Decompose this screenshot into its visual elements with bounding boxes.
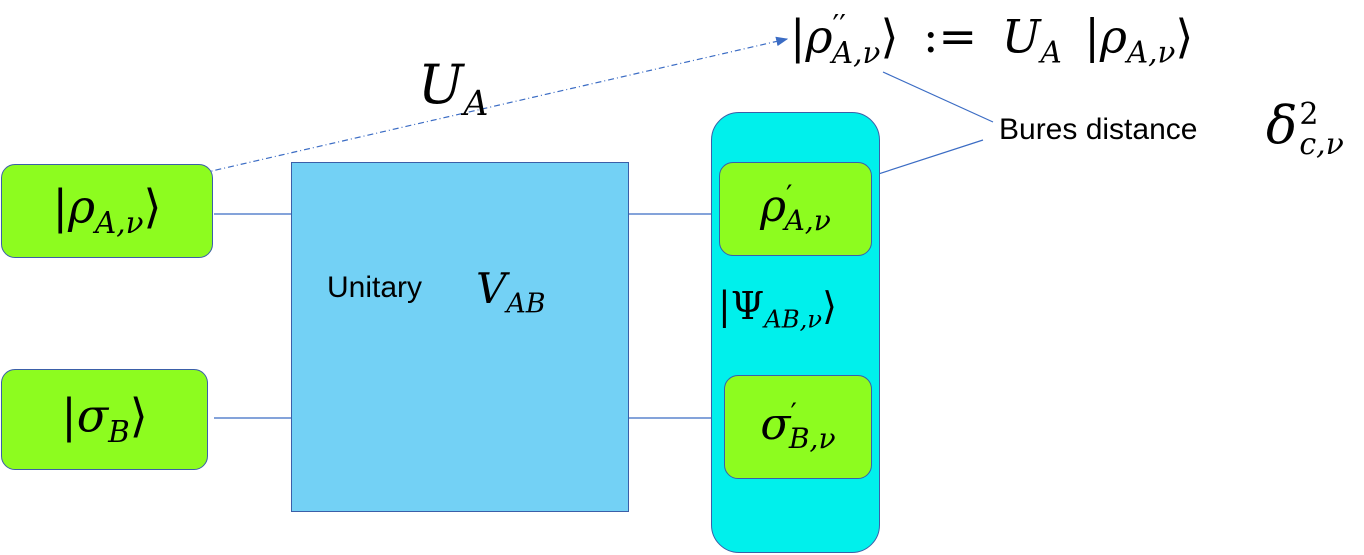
psi-label: |ΨAB,ν⟩ <box>718 284 837 334</box>
unitary-label: Unitary <box>327 271 423 304</box>
bures-line-upper <box>882 71 994 123</box>
definition-formula: |ρ′′A,ν⟩ := UA |ρA,ν⟩ <box>790 9 1194 70</box>
input-sigma-label: |σB⟩ <box>61 388 148 449</box>
input-rho-label: |ρA,ν⟩ <box>52 179 162 240</box>
ua-label: UA <box>418 53 489 124</box>
output-rho-label: ρ′A,ν <box>760 179 831 238</box>
input-sigma-box: |σB⟩ <box>1 369 208 470</box>
bures-label: Bures distance <box>999 113 1198 146</box>
ua-dashed-arrow <box>189 36 789 177</box>
output-rho-box: ρ′A,ν <box>719 162 872 256</box>
input-rho-box: |ρA,ν⟩ <box>1 164 213 258</box>
unitary-block <box>291 162 629 512</box>
output-sigma-box: σ′B,ν <box>724 375 872 479</box>
unitary-symbol: VAB <box>476 264 546 320</box>
output-sigma-label: σ′B,ν <box>760 397 836 456</box>
